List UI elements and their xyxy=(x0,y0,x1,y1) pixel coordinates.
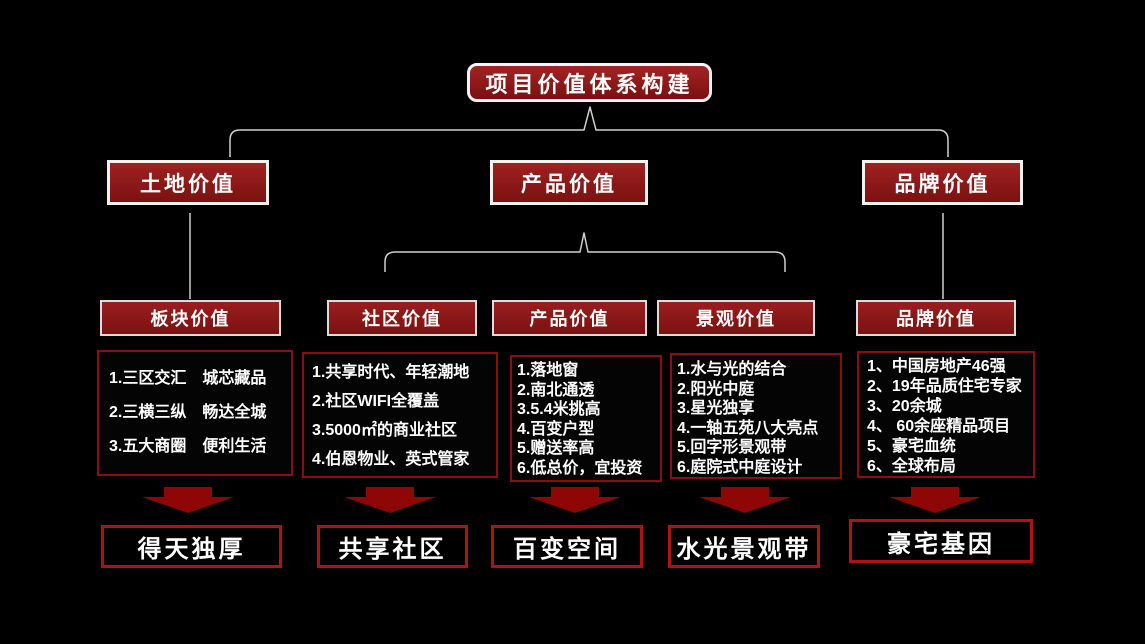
detail-box-brand: 1、中国房地产46强 2、19年品质住宅专家 3、20余城 4、 60余座精品项… xyxy=(857,351,1035,478)
detail-box-landscape: 1.水与光的结合 2.阳光中庭 3.星光独享 4.一轴五苑八大亮点 5.回字形景… xyxy=(670,353,842,479)
branch-brand-value: 品牌价值 xyxy=(862,160,1023,205)
detail-item: 4.一轴五苑八大亮点 xyxy=(677,419,819,437)
down-arrow xyxy=(529,487,621,513)
detail-item: 1.水与光的结合 xyxy=(677,361,787,378)
detail-item: 3.5000㎡的商业社区 xyxy=(312,422,457,439)
result-landscape: 水光景观带 xyxy=(668,525,820,568)
detail-box-community: 1.共享时代、年轻潮地 2.社区WIFI全覆盖 3.5000㎡的商业社区 4.伯… xyxy=(302,352,498,478)
detail-item: 6、全球布局 xyxy=(867,458,956,475)
result-plate: 得天独厚 xyxy=(101,525,282,568)
detail-item: 3.星光独享 xyxy=(677,400,755,417)
column-header-plate-value: 板块价值 xyxy=(100,300,281,336)
detail-item: 2.阳光中庭 xyxy=(677,380,755,398)
detail-item: 1、中国房地产46强 xyxy=(867,358,1006,375)
result-community: 共享社区 xyxy=(317,525,468,568)
column-header-community-value: 社区价值 xyxy=(327,300,477,336)
detail-box-plate: 1.三区交汇 城芯藏品 2.三横三纵 畅达全城 3.五大商圈 便利生活 xyxy=(97,350,293,476)
brace-top xyxy=(229,106,949,157)
branch-product-value: 产品价值 xyxy=(490,160,648,205)
detail-item: 3.5.4米挑高 xyxy=(517,401,601,418)
result-product: 百变空间 xyxy=(491,525,643,568)
detail-item: 3、20余城 xyxy=(867,398,942,415)
detail-item: 6.低总价，宜投资 xyxy=(517,459,643,477)
brace-product xyxy=(384,232,786,272)
down-arrow xyxy=(889,487,981,513)
detail-item: 1.落地窗 xyxy=(517,362,579,379)
down-arrow xyxy=(699,487,791,513)
result-brand: 豪宅基因 xyxy=(849,519,1033,563)
detail-item: 5.回字形景观带 xyxy=(677,439,787,456)
detail-item: 2、19年品质住宅专家 xyxy=(867,378,1022,395)
detail-box-product: 1.落地窗 2.南北通透 3.5.4米挑高 4.百变户型 5.赠送率高 6.低总… xyxy=(510,355,662,482)
column-header-landscape-value: 景观价值 xyxy=(657,300,815,336)
down-arrow xyxy=(142,487,234,513)
column-header-product-value: 产品价值 xyxy=(492,300,647,336)
detail-item: 1.三区交汇 城芯藏品 xyxy=(109,370,267,387)
detail-item: 5.赠送率高 xyxy=(517,440,595,457)
detail-item: 2.三横三纵 畅达全城 xyxy=(109,404,267,421)
column-header-brand-value: 品牌价值 xyxy=(856,300,1016,336)
detail-item: 2.社区WIFI全覆盖 xyxy=(312,393,440,410)
detail-item: 6.庭院式中庭设计 xyxy=(677,458,803,476)
detail-item: 5、豪宅血统 xyxy=(867,438,956,455)
root-node: 项目价值体系构建 xyxy=(467,63,712,102)
detail-item: 1.共享时代、年轻潮地 xyxy=(312,364,470,381)
detail-item: 4、 60余座精品项目 xyxy=(867,418,1011,435)
detail-item: 4.百变户型 xyxy=(517,420,595,438)
detail-item: 3.五大商圈 便利生活 xyxy=(109,438,267,455)
detail-item: 4.伯恩物业、英式管家 xyxy=(312,451,470,468)
down-arrow xyxy=(344,487,436,513)
branch-land-value: 土地价值 xyxy=(107,160,269,205)
detail-item: 2.南北通透 xyxy=(517,381,595,399)
